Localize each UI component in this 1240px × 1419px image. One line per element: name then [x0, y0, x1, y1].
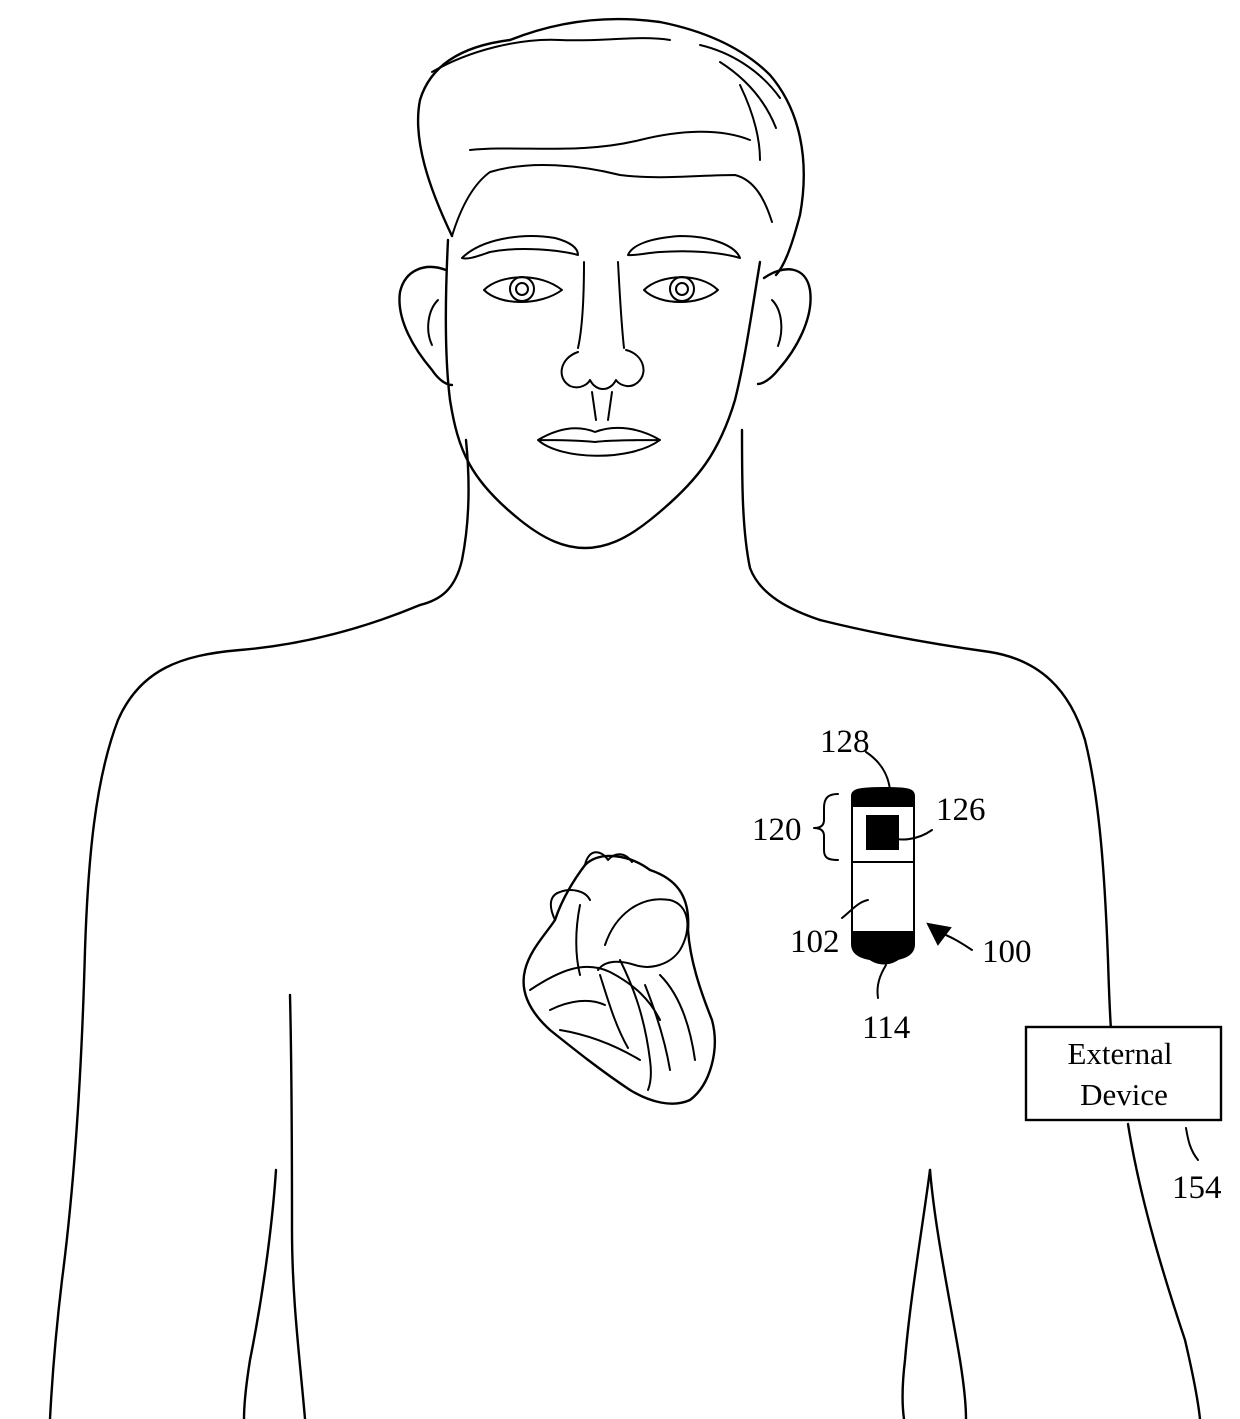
heart-aorta: [551, 852, 632, 920]
right-iris: [670, 277, 694, 301]
leader-154: [1186, 1128, 1198, 1160]
external-device-line2: Device: [1080, 1077, 1168, 1112]
left-ear-inner: [428, 300, 438, 345]
heart-atrium: [598, 899, 687, 970]
label-128: 128: [820, 724, 870, 760]
hair-outline: [418, 19, 804, 275]
left-ear: [399, 267, 452, 385]
heart-illustration: [524, 852, 715, 1103]
right-inner-arm: [930, 1170, 966, 1419]
external-device-line1: External: [1067, 1036, 1172, 1071]
bracket-120: [814, 794, 838, 860]
right-ear: [758, 269, 811, 384]
leader-102: [842, 900, 868, 918]
left-underarm: [244, 1170, 276, 1419]
reference-labels: 128 126 120 102 100 114 154: [752, 724, 1222, 1206]
device-component-126: [867, 816, 898, 849]
heart-septum: [576, 905, 651, 1090]
device-tip-114: [862, 950, 906, 964]
right-pupil: [676, 283, 688, 295]
right-underarm: [903, 1170, 930, 1419]
heart-vessels: [530, 967, 695, 1070]
arrow-100-head: [928, 924, 950, 944]
label-120: 120: [752, 812, 802, 848]
left-shoulder-arm: [50, 605, 420, 1419]
left-eyebrow: [462, 236, 578, 259]
label-102: 102: [790, 924, 840, 960]
label-154: 154: [1172, 1170, 1222, 1206]
leader-114: [877, 965, 886, 998]
external-device: External Device: [1026, 1027, 1221, 1120]
heart-outline: [524, 856, 715, 1104]
right-eye: [644, 277, 718, 302]
left-eye: [484, 277, 562, 302]
right-eyebrow: [628, 236, 740, 258]
nose: [562, 262, 644, 389]
mouth: [538, 428, 660, 456]
label-114: 114: [862, 1010, 910, 1046]
neck-left: [420, 440, 469, 605]
neck-right: [742, 430, 820, 620]
implantable-device: [852, 788, 914, 964]
philtrum: [592, 392, 612, 420]
human-figure: [50, 19, 1200, 1419]
right-ear-inner: [772, 300, 781, 346]
left-inner-arm: [290, 995, 305, 1419]
label-100: 100: [982, 934, 1032, 970]
leader-128: [866, 752, 890, 790]
hair-fringe: [452, 132, 772, 236]
left-pupil: [516, 283, 528, 295]
hair-detail: [432, 38, 780, 160]
label-126: 126: [936, 792, 986, 828]
device-top-cap: [852, 788, 914, 806]
left-iris: [510, 277, 534, 301]
